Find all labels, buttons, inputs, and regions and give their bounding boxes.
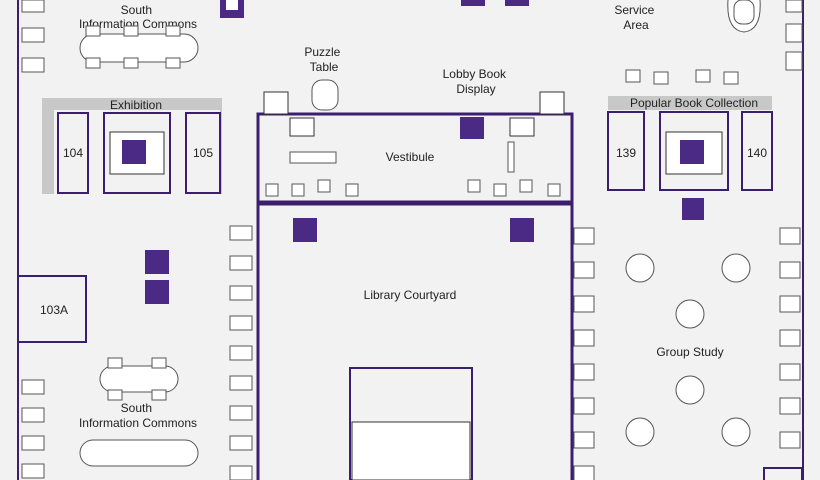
room-104 <box>57 112 89 194</box>
room-140 <box>741 111 773 191</box>
lounge-chairs-service <box>625 69 739 85</box>
vestibule-post <box>507 141 515 173</box>
emergency-exit-icon <box>122 140 146 164</box>
table-cluster-bottom <box>99 357 179 401</box>
exit-icon <box>505 0 529 6</box>
lobby-book-display-label: Lobby Book Display <box>443 67 510 96</box>
vestibule-bench <box>289 151 337 164</box>
film-scanner-icon <box>145 280 169 304</box>
room-105 <box>185 112 221 194</box>
puzzle-table <box>311 79 339 111</box>
south-info-commons-bottom-label: South Information Commons <box>79 401 197 430</box>
bicycle-icon-east <box>510 218 534 242</box>
table-cluster-top <box>79 25 199 69</box>
desk-column-left <box>21 379 45 479</box>
room-103a-label: 103A <box>40 303 68 317</box>
group-study-label: Group Study <box>656 345 723 359</box>
vestibule-label: Vestibule <box>386 150 435 164</box>
printer-icon <box>145 250 169 274</box>
book-drop-icon <box>461 0 485 6</box>
computer-icon <box>220 0 244 18</box>
stairwell-west <box>103 112 171 194</box>
emergency-exit-icon-east <box>680 140 704 164</box>
service-desk <box>727 0 761 33</box>
puzzle-table-label: Puzzle Table <box>304 45 343 74</box>
restroom-icon <box>682 198 704 220</box>
room-139-label: 139 <box>616 146 636 160</box>
popular-band <box>608 96 772 110</box>
courtyard-stage <box>349 367 473 480</box>
group-study-tables <box>625 253 751 447</box>
room-139 <box>607 111 645 191</box>
desk-column-courtyard-east <box>573 227 595 480</box>
room-104-label: 104 <box>63 146 83 160</box>
vestibule-stairs-right <box>509 91 565 137</box>
bicycle-icon <box>293 218 317 242</box>
stairwell-east <box>659 111 729 191</box>
room-103a <box>17 275 87 343</box>
vestibule-chairs <box>265 179 561 197</box>
courtyard-label: Library Courtyard <box>364 288 457 302</box>
popular-collection-label: Popular Book Collection <box>630 96 758 110</box>
room-140-label: 140 <box>747 146 767 160</box>
book-drop-icon <box>460 117 484 139</box>
table-cluster-bottom-2 <box>79 439 199 467</box>
vestibule-stairs-left <box>263 91 315 137</box>
service-area-label: Service Area <box>614 3 657 32</box>
exhibition-label: Exhibition <box>110 98 162 112</box>
vestibule-room <box>256 112 574 204</box>
desk-column-right <box>779 227 801 449</box>
courtyard <box>256 202 574 480</box>
room-105-label: 105 <box>193 146 213 160</box>
desk-column-courtyard-west <box>229 225 253 480</box>
room-southeast <box>763 467 803 480</box>
desk-column-right-top <box>785 0 803 71</box>
desk-column-left-top <box>21 0 45 73</box>
